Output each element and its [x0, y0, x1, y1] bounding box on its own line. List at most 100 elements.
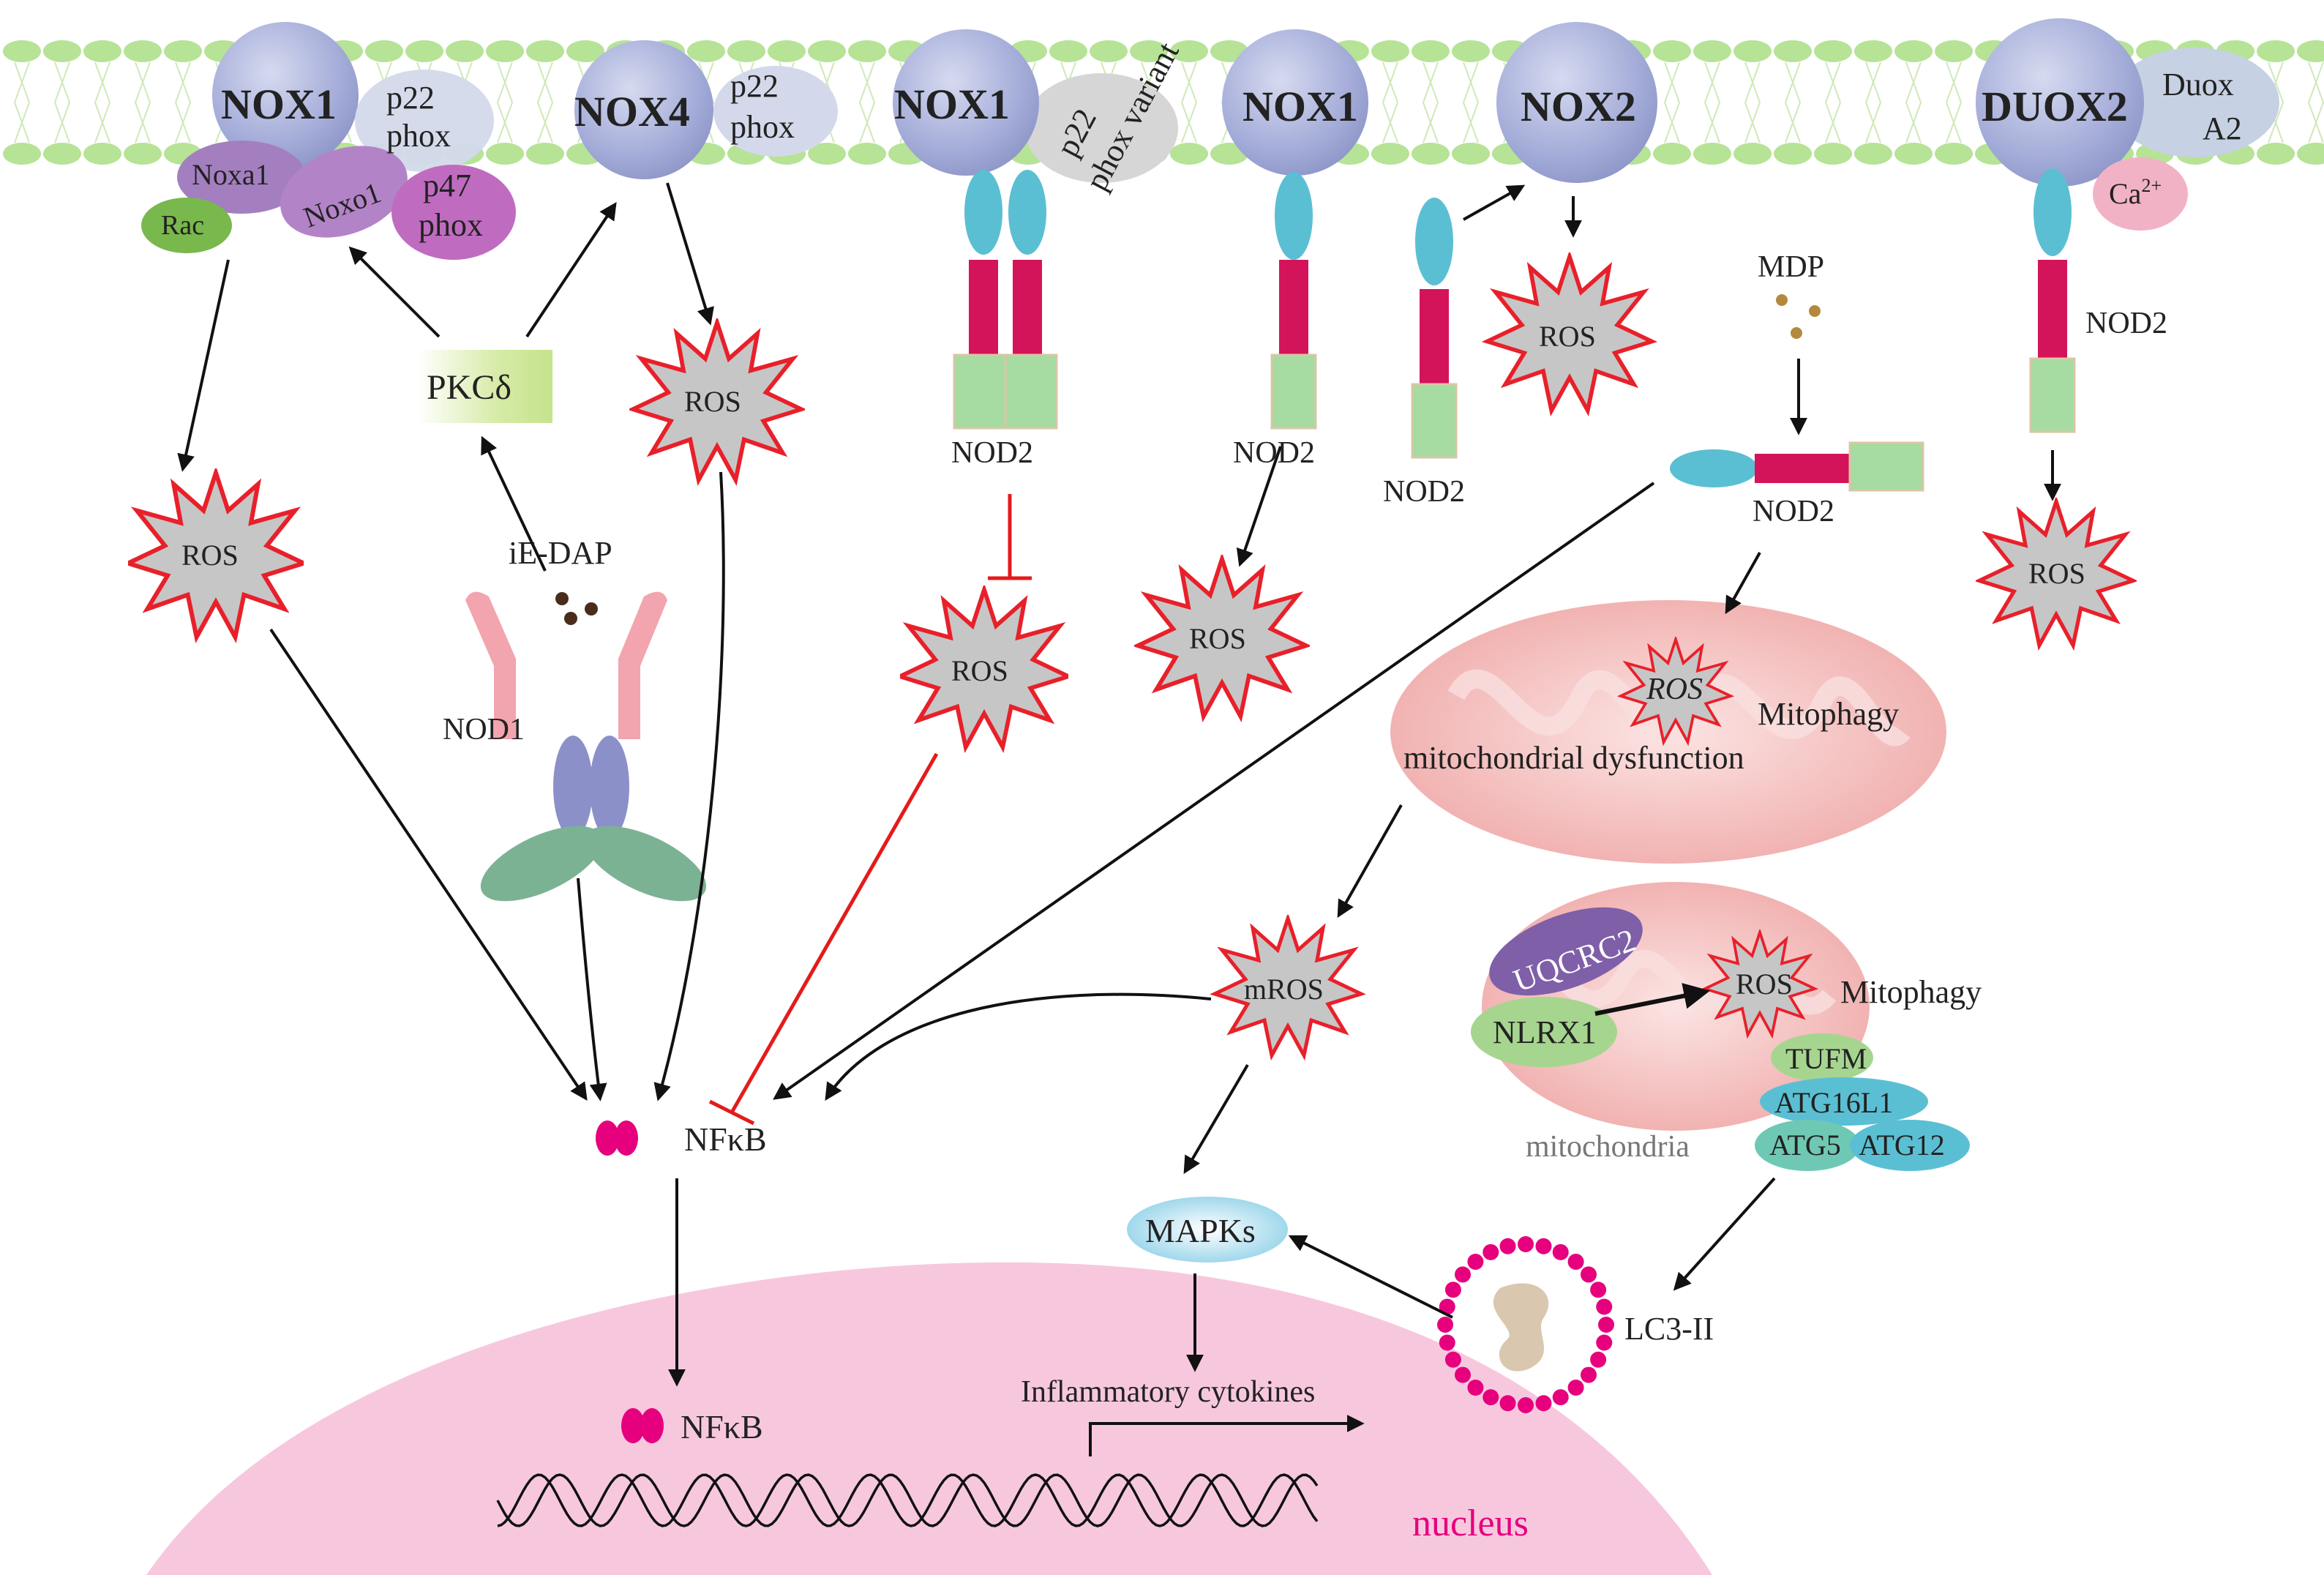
lipid-head — [3, 40, 41, 62]
mdp-molecule — [1776, 294, 1788, 306]
lc3-dot — [1535, 1238, 1552, 1254]
duoxa2-subunit — [2111, 48, 2279, 157]
mros-burst: mROS — [1215, 919, 1361, 1055]
lipid-tail — [13, 61, 31, 143]
ros-label: ROS — [1539, 320, 1596, 353]
lipid-head — [1130, 40, 1168, 62]
nox4-phox-label: phox — [730, 109, 795, 145]
ros-label: ROS — [1646, 673, 1703, 706]
mros-label: mROS — [1244, 973, 1324, 1006]
lc3-dot — [1467, 1380, 1484, 1396]
nucleus-label: nucleus — [1412, 1503, 1529, 1544]
duox2-label: DUOX2 — [1982, 83, 2128, 130]
atg5-protein — [1755, 1120, 1860, 1171]
duox2-complex: DUOX2 Duox A2 Ca2+ — [1976, 18, 2279, 231]
nox1-complex-left: NOX1 p22 phox Noxa1 Noxo1 p47 phox Rac — [141, 22, 516, 260]
nfkb-label: NFκB — [684, 1121, 767, 1158]
nod2-card-domain — [1270, 353, 1317, 430]
lc3-dot — [1444, 1351, 1461, 1368]
lipid-head — [1170, 143, 1208, 165]
atg12-protein — [1850, 1120, 1970, 1171]
lipid-tail — [1382, 61, 1399, 143]
lipid-head — [83, 40, 121, 62]
lipid-tail — [1180, 61, 1198, 143]
lipid-head — [1090, 40, 1128, 62]
mitophagy-label: Mitophagy — [1758, 696, 1899, 732]
nod1-card-domain — [480, 826, 603, 902]
lipid-head — [446, 40, 484, 62]
nod2-label: NOD2 — [1753, 495, 1834, 528]
rac-label: Rac — [161, 210, 204, 241]
lipid-head — [1049, 40, 1087, 62]
ros-label: ROS — [181, 539, 239, 572]
nod2-lrr-domain — [2034, 168, 2072, 256]
ros-burst: ROS — [1979, 501, 2133, 645]
nlrx1-protein — [1471, 997, 1617, 1067]
nfkb-label: NFκB — [681, 1408, 763, 1445]
lipid-tail — [858, 61, 876, 143]
lipid-head — [486, 40, 524, 62]
lipid-tail — [174, 61, 192, 143]
lipid-head — [526, 40, 564, 62]
nox1-variant-label: NOX1 — [894, 81, 1010, 128]
ros-burst: ROS — [1488, 257, 1652, 411]
nod2-cytosolic: NOD2 MDP — [1670, 250, 1924, 528]
nod2-nacht-domain — [2038, 260, 2067, 359]
lipid-head — [727, 40, 765, 62]
lipid-head — [687, 40, 725, 62]
nod2-nox2: NOD2 — [1383, 198, 1465, 509]
tufm-protein — [1771, 1033, 1873, 1082]
nox1-variant-sphere — [893, 29, 1039, 176]
activation-arrows — [177, 182, 2061, 1387]
nod2-duox2: NOD2 — [2029, 168, 2167, 433]
nox4-complex: NOX4 p22 phox — [574, 40, 838, 179]
lipid-head — [768, 40, 806, 62]
nod2-lrr-domain — [1275, 172, 1313, 260]
nucleus-region — [146, 1262, 1712, 1575]
lc3-dot — [1581, 1366, 1597, 1383]
lc3-dot — [1552, 1389, 1569, 1406]
lipid-head — [164, 40, 202, 62]
lipid-head — [1774, 143, 1812, 165]
lipid-head — [1412, 143, 1450, 165]
calcium-ion — [2093, 157, 2188, 231]
lipid-head — [1452, 143, 1490, 165]
ie-dap-molecule — [555, 592, 569, 605]
nod2-card-domain — [1848, 441, 1924, 492]
nod2-nacht-domain — [1279, 260, 1308, 355]
lipid-head — [1733, 40, 1772, 62]
nod2-nacht-domain — [969, 260, 998, 355]
lc3-dot — [1439, 1334, 1455, 1351]
ros-burst: ROS — [1138, 559, 1306, 717]
nfkb-subunit — [621, 1408, 645, 1443]
lipid-head — [1412, 40, 1450, 62]
nfkb-subunit — [596, 1121, 619, 1156]
lipid-head — [566, 40, 604, 62]
lipid-tail — [1824, 61, 1842, 143]
nox2-complex: NOX2 — [1496, 22, 1657, 183]
lipid-head — [365, 40, 403, 62]
lc3-dot — [1581, 1266, 1597, 1283]
lipid-head — [124, 40, 162, 62]
lipid-tail — [1663, 61, 1681, 143]
lipid-head — [43, 143, 81, 165]
lipid-head — [1371, 143, 1409, 165]
lipid-head — [848, 143, 886, 165]
duox2-sphere — [1976, 18, 2144, 187]
ros-burst: ROS — [128, 473, 304, 637]
nox1-sphere — [212, 22, 359, 168]
ros-label: ROS — [2028, 557, 2085, 590]
p47-label: p47 — [423, 168, 471, 203]
rac-subunit — [141, 198, 232, 253]
lipid-head — [1935, 40, 1973, 62]
lipid-head — [848, 40, 886, 62]
lipid-head — [1733, 143, 1772, 165]
lc3-dot — [1437, 1317, 1453, 1333]
nfkb-nuclear: NFκB — [621, 1408, 763, 1445]
nod1-label: NOD1 — [443, 713, 525, 747]
lc3-dot — [1499, 1395, 1516, 1412]
lc3-dot — [1467, 1253, 1484, 1270]
mdp-molecule — [1809, 305, 1821, 317]
lipid-head — [2297, 40, 2324, 62]
lc3-dot — [1535, 1395, 1552, 1412]
